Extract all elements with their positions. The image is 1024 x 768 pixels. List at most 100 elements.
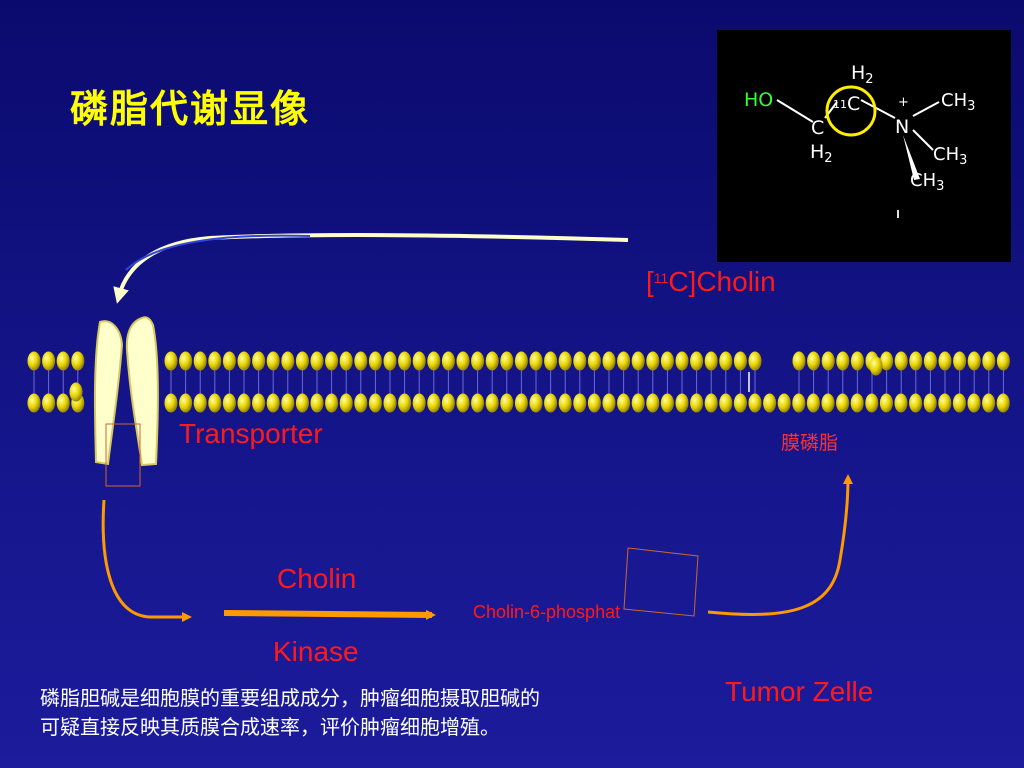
lipid-head (368, 393, 382, 413)
lipid-head (310, 393, 324, 413)
lipid-head (222, 393, 236, 413)
lipid-head (368, 351, 382, 371)
lipid-head (42, 393, 56, 413)
ch3-a-label: CH3 (941, 90, 975, 114)
lipid-head (56, 351, 70, 371)
lipid-head (237, 393, 251, 413)
slide-title: 磷脂代谢显像 (70, 87, 311, 131)
n-label: N (895, 116, 909, 138)
lipid-head (441, 393, 455, 413)
lipid-head (354, 393, 368, 413)
lipid-head (529, 393, 543, 413)
transporter-label: Transporter (179, 418, 323, 449)
lipid-head (266, 351, 280, 371)
lipid-head (383, 393, 397, 413)
explanation-note: 磷脂胆碱是细胞膜的重要组成成分，肿瘤细胞摄取胆碱的 可疑直接反映其质膜合成速率，… (40, 684, 700, 742)
lipid-head (179, 393, 193, 413)
lipid-head (938, 393, 952, 413)
lipid-head (880, 351, 894, 371)
lipid-head (675, 351, 689, 371)
lipid-head (938, 351, 952, 371)
h2-bottom-label: H2 (810, 141, 833, 166)
lipid-head (690, 351, 704, 371)
lipid-head (456, 351, 470, 371)
lipid-head (869, 356, 883, 376)
lipid-head (982, 393, 996, 413)
lipid-head (427, 393, 441, 413)
product-label: Cholin-6-phosphat (473, 602, 621, 622)
lipid-head (748, 393, 762, 413)
lipid-head (208, 351, 222, 371)
lipid-head (792, 393, 806, 413)
lipid-head (514, 393, 528, 413)
lipid-head (281, 393, 295, 413)
tumor-cell-label: Tumor Zelle (725, 676, 874, 707)
lipid-head (777, 393, 791, 413)
lipid-head (894, 351, 908, 371)
lipid-head (485, 393, 499, 413)
lipid-head (427, 351, 441, 371)
lipid-head (456, 393, 470, 413)
lipid-head (923, 393, 937, 413)
lipid-head (441, 351, 455, 371)
choline-structure: H2 HO 11C C H2 + N CH3 CH3 CH3 (744, 62, 975, 218)
lipid-head (179, 351, 193, 371)
lipid-head (821, 351, 835, 371)
incorporation-arrow (707, 474, 853, 616)
lipid-head (252, 351, 266, 371)
lipid-head (573, 351, 587, 371)
molecule-structure-panel: H2 HO 11C C H2 + N CH3 CH3 CH3 (717, 30, 1011, 262)
lipid-head (71, 351, 85, 371)
lipid-head (953, 351, 967, 371)
membrane-phospholipid-label: 膜磷脂 (781, 432, 839, 454)
lipid-head (27, 351, 41, 371)
lipid-head (398, 393, 412, 413)
transport-to-kinase-arrow (101, 499, 192, 622)
lipid-head (967, 351, 981, 371)
uptake-arrow (113, 232, 629, 304)
lipid-head (807, 351, 821, 371)
membrane-bilayer (27, 351, 1010, 413)
lipid-head (295, 393, 309, 413)
lipid-head (952, 393, 966, 413)
lipid-head (792, 351, 806, 371)
lipid-head (996, 351, 1010, 371)
transporter-protein (93, 316, 159, 487)
c11-label: 11C (833, 93, 860, 115)
kinase-arrow (223, 609, 436, 620)
kinase-label-line2: Kinase (273, 636, 359, 667)
lipid-head (909, 393, 923, 413)
lipid-head (821, 393, 835, 413)
ch3-c-label: CH3 (910, 170, 944, 194)
lipid-head (164, 393, 178, 413)
lipid-head (500, 393, 514, 413)
note-line-1: 磷脂胆碱是细胞膜的重要组成成分，肿瘤细胞摄取胆碱的 (40, 686, 540, 710)
lipid-head (310, 351, 324, 371)
lipid-head (733, 351, 747, 371)
lipid-head (222, 351, 236, 371)
lipid-head (587, 393, 601, 413)
lipid-head (733, 393, 747, 413)
lipid-head (660, 393, 674, 413)
lipid-head (412, 351, 426, 371)
lipid-head (631, 393, 645, 413)
lipid-head (27, 393, 41, 413)
lipid-head (879, 393, 893, 413)
lipid-head (617, 393, 631, 413)
lipid-head (704, 393, 718, 413)
ho-label: HO (744, 89, 773, 111)
lipid-head (865, 393, 879, 413)
lipid-head (237, 351, 251, 371)
lipid-head (675, 393, 689, 413)
lipid-head (339, 393, 353, 413)
lipid-head (339, 351, 353, 371)
lipid-head (646, 393, 660, 413)
lipid-head (558, 351, 572, 371)
lipid-head (471, 351, 485, 371)
kinase-label-line1: Cholin (277, 563, 357, 594)
lipid-head (967, 393, 981, 413)
lipid-head (471, 393, 485, 413)
h2-top-label: H2 (851, 62, 874, 87)
ch3-b-label: CH3 (933, 144, 967, 168)
